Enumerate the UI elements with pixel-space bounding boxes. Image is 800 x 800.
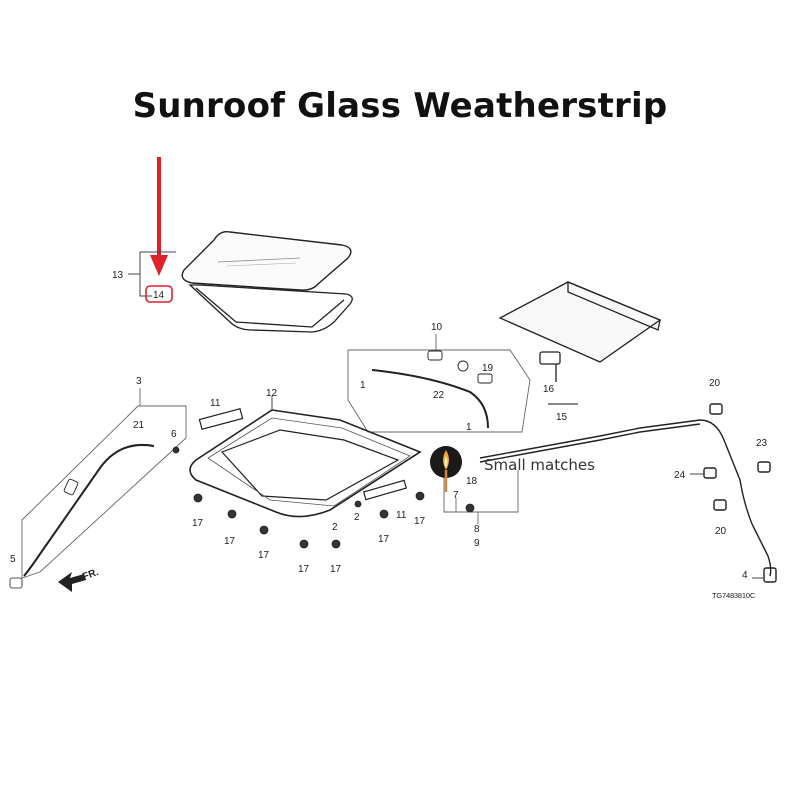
- callout-2b: 2: [354, 512, 360, 523]
- callout-2: 2: [332, 522, 338, 533]
- sun-shade: [498, 281, 662, 405]
- callout-6: 6: [171, 429, 177, 440]
- front-direction-arrow: FR.: [58, 567, 100, 592]
- match-flame-icon: [430, 446, 462, 492]
- sunroof-frame: [189, 396, 422, 518]
- callout-4: 4: [742, 570, 748, 581]
- callout-12: 12: [266, 388, 278, 399]
- bracket-3: [21, 388, 187, 579]
- glass-weatherstrip: [188, 284, 353, 333]
- callout-7: 7: [453, 490, 459, 501]
- callout-17-e: 17: [330, 564, 342, 575]
- bracket-8: [443, 470, 519, 524]
- callout-24: 24: [674, 470, 686, 481]
- callout-1: 1: [360, 380, 366, 391]
- callout-labels: 13 14 10 19 1 22 1 16 15 3 21 6 11 12 5 …: [10, 270, 768, 600]
- callout-1b: 1: [466, 422, 472, 433]
- page-title: Sunroof Glass Weatherstrip: [132, 86, 668, 126]
- callout-3: 3: [136, 376, 142, 387]
- callout-17-d: 17: [298, 564, 310, 575]
- bracket-10: [347, 334, 531, 433]
- callout-13: 13: [112, 270, 124, 281]
- callout-14-highlight: [145, 285, 173, 303]
- callout-10: 10: [431, 322, 443, 333]
- callout-11: 11: [210, 398, 221, 409]
- callout-5: 5: [10, 554, 16, 565]
- highlight-arrow: [150, 157, 168, 276]
- callout-20-a: 20: [709, 378, 721, 389]
- callout-9: 9: [474, 538, 480, 549]
- callout-23: 23: [756, 438, 768, 449]
- callout-17-g: 17: [414, 516, 426, 527]
- callout-17-f: 17: [378, 534, 390, 545]
- callout-14: 14: [153, 290, 165, 301]
- callout-20-b: 20: [715, 526, 727, 537]
- sunroof-glass: [181, 230, 352, 291]
- callout-11b: 11: [396, 510, 407, 521]
- bracket-13: [128, 251, 176, 297]
- callout-17-b: 17: [224, 536, 236, 547]
- clips: [9, 446, 475, 589]
- callout-17-a: 17: [192, 518, 204, 529]
- callout-19: 19: [482, 363, 494, 374]
- callout-22: 22: [433, 390, 445, 401]
- callout-16: 16: [543, 384, 555, 395]
- annotation-small-matches: Small matches: [484, 456, 595, 474]
- drain-hoses: [479, 403, 777, 583]
- callout-21: 21: [133, 420, 145, 431]
- callout-18: 18: [466, 476, 478, 487]
- front-marker-label: FR.: [81, 567, 100, 583]
- diagram-code: TG7483810C: [712, 591, 756, 600]
- callout-8: 8: [474, 524, 480, 535]
- callout-17-c: 17: [258, 550, 270, 561]
- callout-15: 15: [556, 412, 568, 423]
